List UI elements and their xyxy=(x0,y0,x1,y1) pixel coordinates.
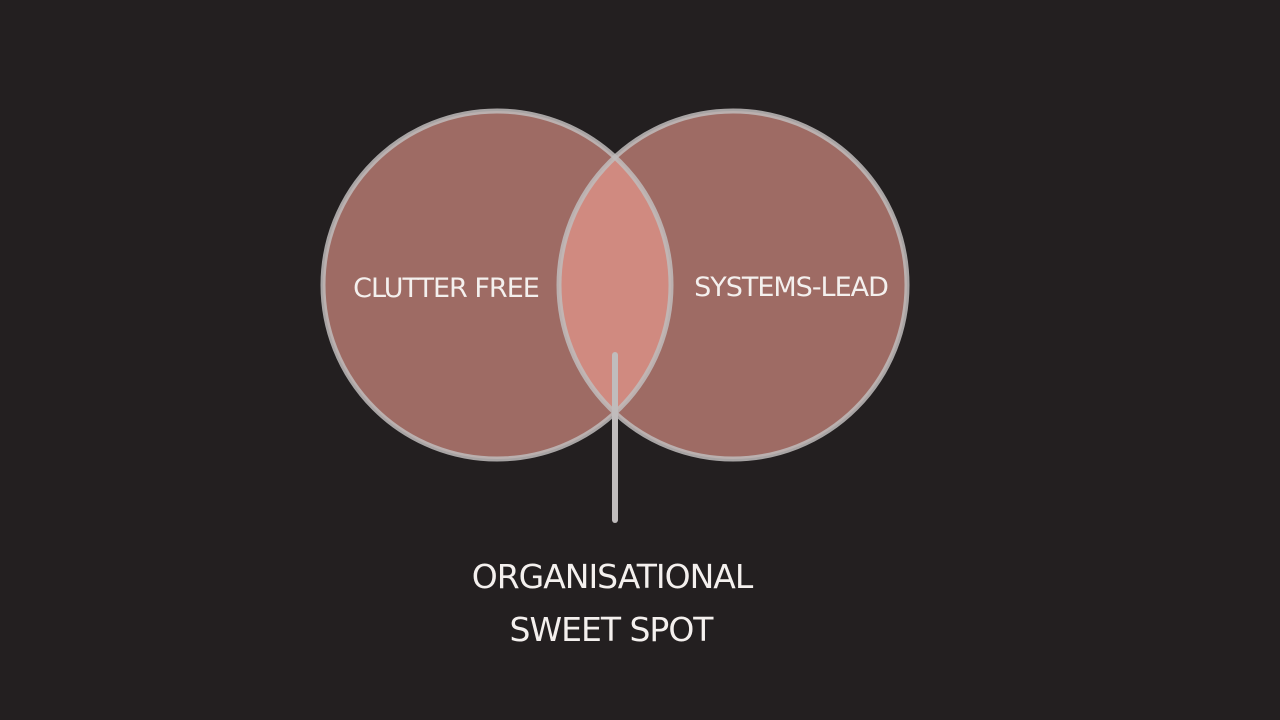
left-circle-label: CLUTTER FREE xyxy=(353,273,539,304)
right-circle-label: SYSTEMS-LEAD xyxy=(694,272,888,303)
right-circle-outline xyxy=(556,108,910,462)
caption-line-1: ORGANISATIONAL xyxy=(472,557,754,596)
left-circle-outline xyxy=(320,108,674,462)
caption-line-2: SWEET SPOT xyxy=(510,610,715,649)
